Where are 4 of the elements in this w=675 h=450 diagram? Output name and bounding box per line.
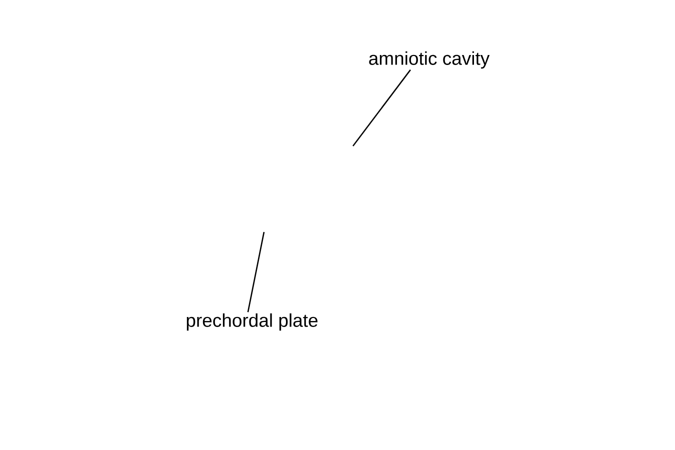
leader-line <box>247 232 265 312</box>
leader-line <box>352 69 411 146</box>
structure-label: prechordal plate <box>186 313 318 331</box>
structure-label: amniotic cavity <box>369 51 490 69</box>
